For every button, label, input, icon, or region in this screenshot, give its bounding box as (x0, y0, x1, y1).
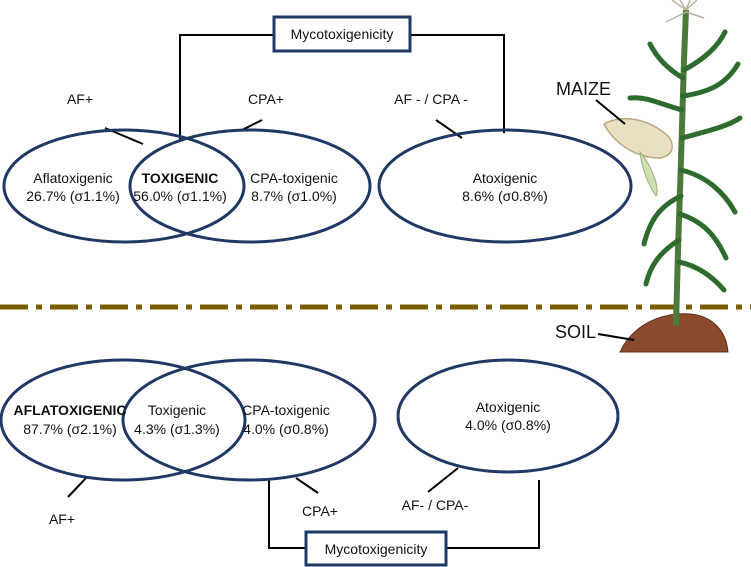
soil-label-leader (597, 333, 635, 341)
bottom-af-cpa-minus-label: AF- / CPA- (402, 497, 469, 513)
maize-label-leader (595, 99, 626, 125)
bottom-aflatoxigenic-value: 87.7% (σ2.1%) (23, 421, 116, 437)
bottom-cpa-plus-label: CPA+ (302, 503, 338, 519)
soil-mound (619, 313, 729, 353)
soil-label: SOIL (555, 322, 596, 342)
bottom-atoxigenic-value: 4.0% (σ0.8%) (465, 417, 551, 433)
top-aflatoxigenic-value: 26.7% (σ1.1%) (26, 188, 119, 204)
top-cpa-toxigenic-name: CPA-toxigenic (250, 170, 338, 186)
top-cpa-toxigenic-ellipse (128, 128, 372, 244)
bottom-mycotoxigenicity-label: Mycotoxigenicity (325, 541, 428, 557)
top-cpa-toxigenic-value: 8.7% (σ1.0%) (251, 188, 337, 204)
top-toxigenic-value: 56.0% (σ1.1%) (133, 188, 226, 204)
top-atoxigenic-name: Atoxigenic (473, 170, 538, 186)
bottom-atoxigenic-name: Atoxigenic (476, 399, 541, 415)
top-myco-connector-right (410, 34, 505, 133)
top-aflatoxigenic-name: Aflatoxigenic (33, 170, 112, 186)
top-cpa-plus-label: CPA+ (248, 91, 284, 107)
bottom-myco-connector-left (268, 480, 306, 549)
bottom-af-plus-leader (67, 477, 87, 498)
bottom-cpa-toxigenic-value: 4.0% (σ0.8%) (243, 421, 329, 437)
maize-tassel (665, 0, 705, 23)
bottom-af-plus-label: AF+ (49, 511, 75, 527)
top-cpa-plus-leader (241, 119, 263, 131)
bottom-section: Mycotoxigenicity AF+ CPA+ AF- / CPA- AFL… (0, 358, 620, 567)
bottom-toxigenic-value: 4.3% (σ1.3%) (134, 421, 220, 437)
bottom-atoxigenic-ellipse (396, 358, 620, 474)
bottom-mycotoxigenicity-box (304, 530, 448, 567)
maize-ear (602, 117, 673, 159)
maize-husk (639, 150, 658, 197)
top-mycotoxigenicity-label: Mycotoxigenicity (291, 26, 394, 42)
top-atoxigenic-ellipse (377, 128, 633, 244)
bottom-cpa-toxigenic-ellipse (121, 358, 377, 482)
bottom-aflatoxigenic-name: AFLATOXIGENIC (13, 402, 126, 418)
maize-stalk (673, 9, 689, 327)
top-mycotoxigenicity-box (272, 15, 412, 53)
bottom-aflatoxigenic-ellipse (0, 358, 247, 482)
top-aflatoxigenic-ellipse (2, 128, 246, 244)
bottom-af-cpa-minus-leader (427, 467, 459, 493)
maize-plant-illustration (602, 0, 743, 353)
top-toxigenic-name: TOXIGENIC (142, 170, 219, 186)
top-atoxigenic-value: 8.6% (σ0.8%) (462, 188, 548, 204)
bottom-cpa-toxigenic-name: CPA-toxigenic (242, 402, 330, 418)
top-af-plus-label: AF+ (67, 91, 93, 107)
maize-leaves (627, 29, 743, 293)
top-myco-connector-left (179, 34, 274, 140)
top-section: Mycotoxigenicity AF+ CPA+ AF - / CPA - A… (2, 15, 633, 244)
top-af-cpa-minus-label: AF - / CPA - (394, 91, 468, 107)
bottom-toxigenic-name: Toxigenic (148, 402, 206, 418)
maize-label: MAIZE (556, 79, 611, 99)
bottom-cpa-plus-leader (295, 477, 319, 494)
bottom-myco-connector-right (446, 480, 540, 549)
